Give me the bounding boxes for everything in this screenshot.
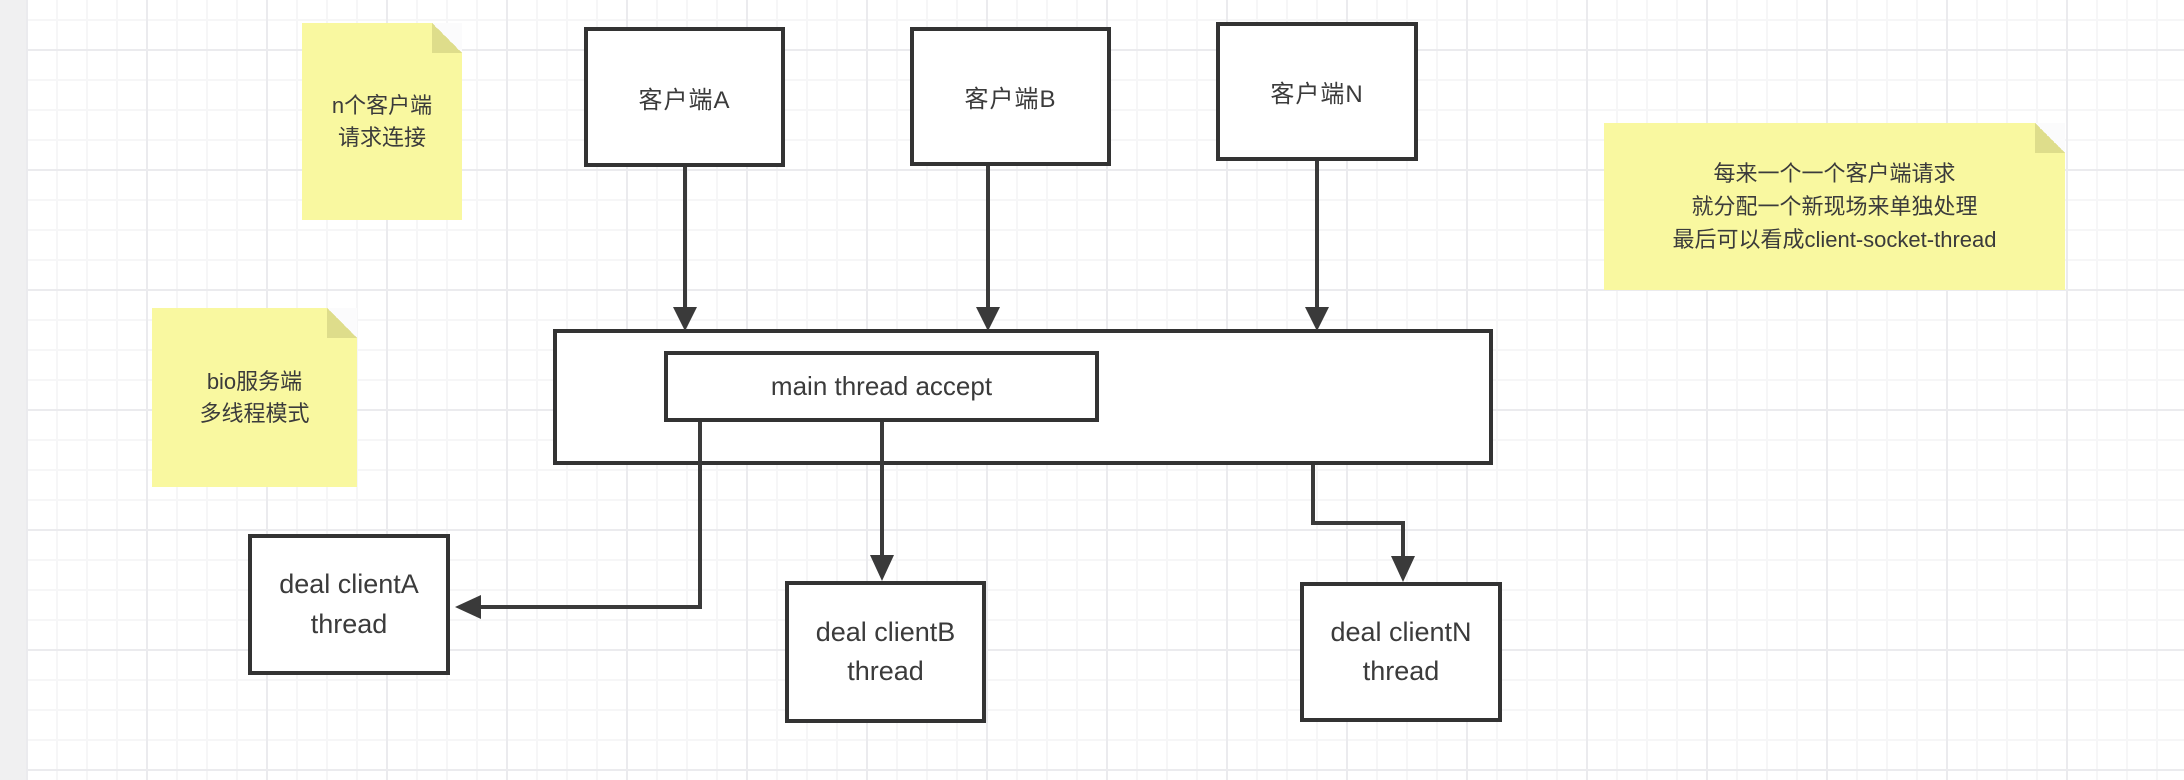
node-deal-client-b-label: deal clientB thread: [815, 616, 956, 686]
canvas-edge-left: [0, 0, 26, 780]
node-deal-client-a-thread[interactable]: deal clientA thread: [248, 534, 450, 675]
sticky-note-n-clients-text: n个客户端 请求连接: [331, 92, 433, 150]
sticky-note-thread-explanation-text: 每来一个一个客户端请求 就分配一个新现场来单独处理 最后可以看成client-s…: [1672, 161, 1997, 252]
sticky-note-bio-server-text: bio服务端 多线程模式: [199, 368, 310, 426]
arrowhead-deal-a: [455, 595, 481, 619]
node-deal-client-n-thread[interactable]: deal clientN thread: [1300, 582, 1502, 722]
arrowhead-client-n: [1305, 307, 1329, 331]
sticky-note-n-clients[interactable]: n个客户端 请求连接: [302, 23, 462, 220]
note-fold-corner: [327, 308, 357, 338]
node-deal-client-n-label: deal clientN thread: [1330, 616, 1472, 686]
node-client-b-label: 客户端B: [964, 86, 1057, 113]
arrowhead-deal-b: [870, 555, 894, 581]
arrowhead-deal-n: [1391, 556, 1415, 582]
node-deal-client-a-label: deal clientA thread: [279, 569, 419, 639]
edge-server-to-deal-n[interactable]: [1311, 465, 1405, 558]
arrowhead-client-a: [673, 307, 697, 331]
sticky-note-bio-server[interactable]: bio服务端 多线程模式: [152, 308, 357, 487]
node-client-a-label: 客户端A: [638, 86, 731, 114]
node-main-thread-accept-label: main thread accept: [770, 371, 993, 401]
node-client-a[interactable]: 客户端A: [584, 27, 785, 167]
node-client-n[interactable]: 客户端N: [1216, 22, 1418, 161]
note-fold-corner: [432, 23, 462, 53]
arrowhead-client-b: [976, 307, 1000, 331]
node-deal-client-b-thread[interactable]: deal clientB thread: [785, 581, 986, 723]
sticky-note-thread-explanation[interactable]: 每来一个一个客户端请求 就分配一个新现场来单独处理 最后可以看成client-s…: [1604, 123, 2065, 290]
node-client-b[interactable]: 客户端B: [910, 27, 1111, 166]
node-client-n-label: 客户端N: [1270, 81, 1364, 108]
note-fold-corner: [2035, 123, 2065, 153]
node-main-thread-accept[interactable]: main thread accept: [664, 351, 1099, 422]
